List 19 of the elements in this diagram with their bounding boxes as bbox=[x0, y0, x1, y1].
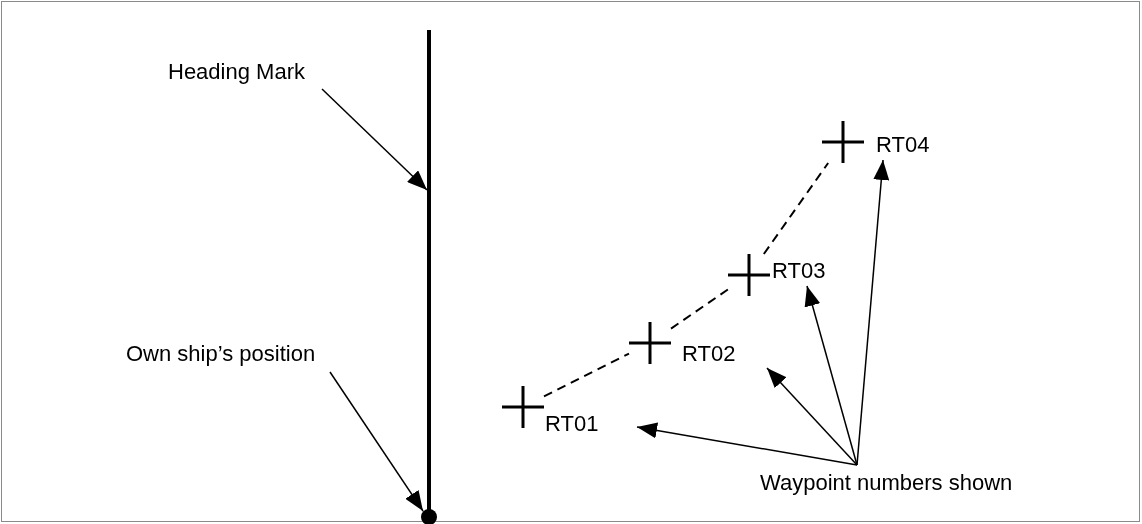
waypoint-cross bbox=[822, 121, 864, 163]
arrow bbox=[636, 422, 858, 466]
leader-line bbox=[329, 371, 424, 512]
callout-text: Heading Mark bbox=[168, 61, 305, 83]
arrow bbox=[856, 159, 890, 466]
route-line bbox=[762, 162, 830, 255]
waypoint-cross bbox=[502, 386, 544, 428]
waypoint-label: RT04 bbox=[876, 134, 930, 156]
leader-line bbox=[321, 88, 428, 191]
route-line bbox=[543, 352, 630, 398]
callout-text: Waypoint numbers shown bbox=[760, 472, 1013, 494]
waypoint-cross bbox=[629, 322, 671, 364]
arrow bbox=[766, 367, 858, 466]
route-line bbox=[670, 288, 729, 330]
waypoint-label: RT03 bbox=[772, 260, 826, 282]
callout-text: Own ship’s position bbox=[126, 343, 316, 365]
waypoint-label: RT02 bbox=[682, 343, 736, 365]
waypoint-label: RT01 bbox=[545, 413, 599, 435]
waypoint-cross bbox=[728, 254, 770, 296]
